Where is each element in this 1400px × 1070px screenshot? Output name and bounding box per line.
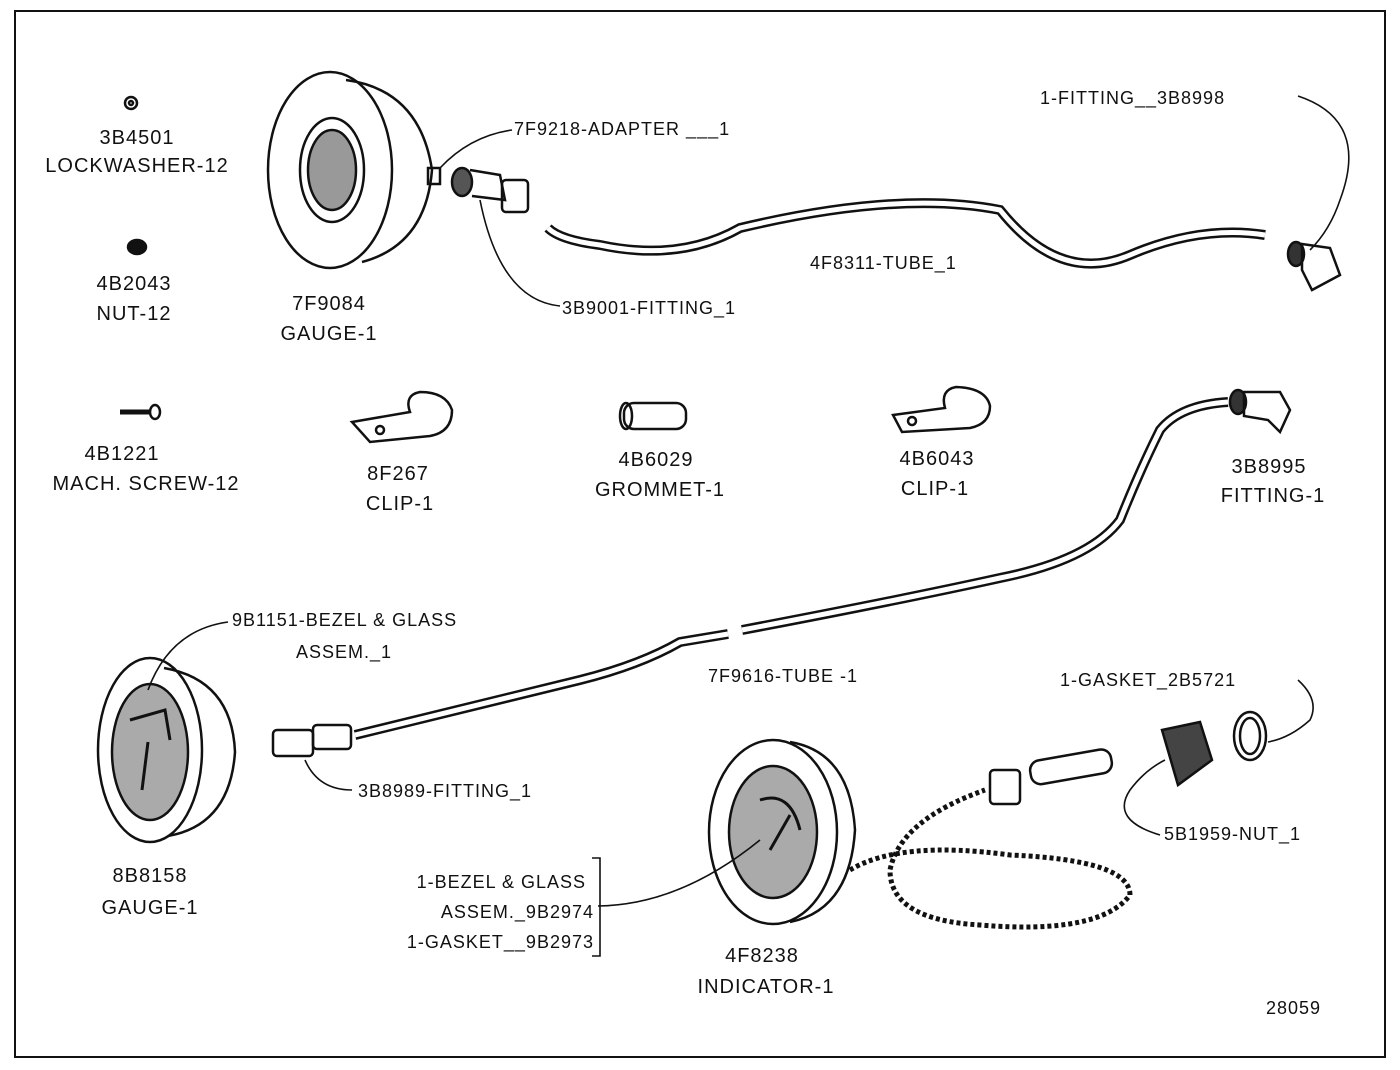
indicator-name: INDICATOR-1: [697, 976, 835, 998]
lockwasher-name: LOCKWASHER-12: [45, 155, 229, 177]
fitting-3b8998-drawing: [1286, 240, 1342, 292]
tube-bottom-callout: 7F9616-TUBE -1: [708, 666, 859, 686]
grommet-name: GROMMET-1: [594, 479, 726, 501]
gauge-top-part-number: 7F9084: [292, 293, 366, 315]
indicator-drawing: [707, 738, 857, 926]
indicator-gasket-callout: 1-GASKET__9B2973: [406, 932, 594, 952]
nut-5b1959-drawing: [1160, 720, 1214, 788]
clip-8f267-drawing: [349, 390, 454, 444]
lockwasher-drawing: [123, 95, 139, 111]
fitting-3b8995-drawing: [1228, 388, 1292, 435]
indicator-part-number: 4F8238: [725, 945, 799, 967]
gauge-bottom-drawing: [96, 656, 237, 844]
leader-lines: [147, 95, 1350, 957]
fitting-3b8989-drawing: [271, 723, 353, 758]
nut-name: NUT-12: [96, 303, 172, 325]
gauge-bottom-name: GAUGE-1: [101, 897, 199, 919]
gauge-top-drawing: [266, 70, 442, 270]
clip-8f267-part-number: 8F267: [367, 463, 429, 485]
clip-8f267-name: CLIP-1: [365, 493, 435, 515]
fitting-top-right-callout: 1-FITTING__3B8998: [1040, 88, 1226, 108]
adapter-callout: 7F9218-ADAPTER ___1: [514, 119, 731, 139]
adapter-fitting-drawing: [450, 166, 530, 214]
gasket-drawing: [1232, 710, 1268, 762]
grommet-drawing: [618, 401, 688, 431]
indicator-bezel-callout-line2: ASSEM._9B2974: [440, 902, 594, 922]
bezel-callout-line1: 9B1151-BEZEL & GLASS: [232, 610, 458, 630]
lockwasher-part-number: 3B4501: [99, 127, 175, 149]
indicator-cable-drawing: [848, 787, 1133, 930]
tube-top-callout: 4F8311-TUBE_1: [810, 253, 957, 273]
figure-number: 28059: [1266, 998, 1322, 1018]
gasket-callout: 1-GASKET_2B5721: [1060, 670, 1237, 690]
grommet-part-number: 4B6029: [618, 449, 694, 471]
screw-part-number: 4B1221: [84, 443, 160, 465]
indicator-bezel-callout-line1: 1-BEZEL & GLASS: [416, 872, 586, 892]
fitting-3b8995-name: FITTING-1: [1220, 485, 1326, 507]
fitting-3b8989-callout: 3B8989-FITTING_1: [358, 781, 533, 801]
nut-part-number: 4B2043: [96, 273, 172, 295]
indicator-connector-drawing: [988, 748, 1114, 806]
gauge-top-name: GAUGE-1: [280, 323, 378, 345]
gauge-bottom-part-number: 8B8158: [112, 865, 188, 887]
nut-drawing: [126, 238, 148, 256]
nut-5b1959-callout: 5B1959-NUT_1: [1164, 824, 1302, 844]
fitting-3b8995-part-number: 3B8995: [1231, 456, 1307, 478]
bezel-callout-line2: ASSEM._1: [296, 642, 393, 662]
diagram-frame: [14, 10, 1386, 1058]
screw-drawing: [120, 403, 162, 421]
clip-4b6043-name: CLIP-1: [900, 478, 970, 500]
screw-name: MACH. SCREW-12: [52, 473, 240, 495]
clip-4b6043-drawing: [891, 385, 992, 434]
clip-4b6043-part-number: 4B6043: [899, 448, 975, 470]
fitting-3b9001-callout: 3B9001-FITTING_1: [562, 298, 737, 318]
